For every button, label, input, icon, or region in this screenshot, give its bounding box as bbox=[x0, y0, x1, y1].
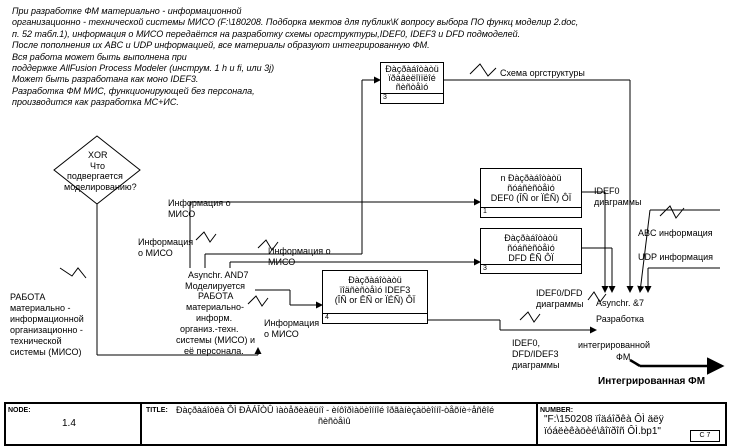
note-line-2: организационно - технической системы МИС… bbox=[12, 17, 579, 27]
async-and-5: информ. bbox=[196, 313, 233, 323]
label-idef0-dfd-2: диаграммы bbox=[536, 299, 584, 309]
async-dev-3: интегрированной bbox=[578, 340, 651, 350]
box-idef0-number: 1 bbox=[483, 208, 487, 215]
note-line-7: Может быть разработана как моно IDEF3. bbox=[12, 74, 199, 84]
box-idef0[interactable]: n Ðàçðàáîòàòü ñóáñèñòåìó DEF0 (ÎÑ or ÏÉÑ… bbox=[480, 168, 582, 218]
footer-number-label: NUMBER: bbox=[540, 407, 574, 414]
footer-title-line-1: Ðàçðàáîòêà ÔÌ ÐÀÁÎÒÛ ìàòåðèàëüíî - èíôîð… bbox=[176, 405, 495, 415]
box-idef0-title-1: n Ðàçðàáîòàòü bbox=[500, 173, 562, 183]
footer-node-label: NODE: bbox=[8, 407, 31, 414]
box-org-title-2: ïðàâèëîìïëîé bbox=[388, 73, 436, 83]
footer-title-label: TITLE: bbox=[146, 407, 168, 414]
work-input-5: технической bbox=[10, 336, 62, 346]
label-info-miso-3a: Информация о bbox=[268, 246, 331, 256]
box-idef3-number: 4 bbox=[325, 314, 329, 321]
label-idef0-dfd-idef3-2: DFD/IDEF3 bbox=[512, 349, 559, 359]
xor-question-2: подвергается bbox=[67, 171, 123, 181]
footer-page-mark: C 7 bbox=[690, 430, 720, 442]
async-and-1: Asynchr. AND7 bbox=[188, 270, 249, 280]
note-line-1: При разработке ФМ материально - информац… bbox=[12, 6, 242, 16]
box-idef0-title-2: ñóáñèñòåìó bbox=[507, 183, 555, 193]
async-and-2: Моделируется bbox=[185, 281, 246, 291]
box-org-number: 3 bbox=[383, 94, 387, 101]
work-input-6: системы (МИСО) bbox=[10, 347, 82, 357]
label-org-schema: Схема оргструктуры bbox=[500, 68, 585, 78]
label-info-miso-1b: МИСО bbox=[168, 209, 196, 219]
label-integrated-fm: Интегрированная ФМ bbox=[598, 376, 706, 387]
label-info-miso-3b: МИСО bbox=[268, 257, 296, 267]
footer-node-value: 1.4 bbox=[62, 418, 76, 429]
footer-frame bbox=[4, 402, 727, 446]
box-dfd-title-3: DFD ÊÑ ÔÏ bbox=[508, 253, 554, 263]
note-line-4: После пополнения их ABC и UDP информацие… bbox=[12, 40, 430, 50]
box-dfd[interactable]: Ðàçðàáîòàòü ñóáñèñòåìó DFD ÊÑ ÔÏ 3 bbox=[480, 228, 582, 274]
label-idef0-diag-1: IDEF0 bbox=[594, 186, 620, 196]
note-line-8: Разработка ФМ МИС, функционирующей без п… bbox=[12, 86, 255, 96]
label-idef0-diag-2: диаграммы bbox=[594, 197, 642, 207]
note-line-5: Вся работа может быть выполнена при bbox=[12, 52, 187, 62]
work-input-1: РАБОТА bbox=[10, 292, 46, 302]
box-idef3-title-1: Ðàçðàáîòàòü bbox=[348, 275, 402, 285]
work-input-4: организационно - bbox=[10, 325, 83, 335]
label-info-miso-4b: о МИСО bbox=[264, 329, 299, 339]
label-udp-info: UDP информация bbox=[638, 252, 714, 262]
box-org-title-3: ñèñòåìó bbox=[395, 82, 429, 92]
label-idef0-dfd-1: IDEF0/DFD bbox=[536, 288, 583, 298]
box-dfd-number: 3 bbox=[483, 265, 487, 272]
box-dfd-title-1: Ðàçðàáîòàòü bbox=[504, 233, 558, 243]
xor-question-1: Что bbox=[90, 161, 106, 171]
async-dev-1: Asynchr. &7 bbox=[596, 298, 645, 308]
async-and-7: системы (МИСО) и bbox=[176, 335, 256, 345]
note-line-9: производится как разработка МС+ИС. bbox=[12, 97, 179, 107]
label-idef0-dfd-idef3-3: диаграммы bbox=[512, 360, 560, 370]
async-and-3: РАБОТА bbox=[198, 291, 234, 301]
label-info-miso-4a: Информация bbox=[264, 318, 320, 328]
async-dev-2: Разработка bbox=[596, 314, 644, 324]
async-and-8: её персонала. bbox=[184, 346, 244, 356]
label-info-miso-2a: Информация bbox=[138, 237, 194, 247]
box-idef3-title-3: (ÎÑ or ÊÑ or ÏÉÑ) ÔÏ bbox=[334, 295, 416, 305]
footer-title-line-2: ñèñòåìû bbox=[318, 416, 351, 426]
label-info-miso-2b: о МИСО bbox=[138, 248, 173, 258]
footer-number-line-2: ïóáëèêàöèé\âîïðîñ ÔÌ.bp1" bbox=[544, 426, 661, 437]
box-org-title-1: Ðàçðàáîòàòü bbox=[385, 64, 439, 74]
footer-number-line-1: "F:\150208 ïîäáîðêà ÔÌ äëÿ bbox=[544, 414, 664, 425]
async-dev-4: ФМ bbox=[616, 352, 631, 362]
xor-label: XOR bbox=[88, 150, 108, 160]
label-abc-info: ABC информация bbox=[638, 228, 713, 238]
xor-question-3: моделированию? bbox=[64, 182, 137, 192]
label-info-miso-1a: Информация о bbox=[168, 198, 231, 208]
async-and-6: организ.-техн. bbox=[180, 324, 239, 334]
work-input-2: материально - bbox=[10, 303, 71, 313]
label-idef0-dfd-idef3-1: IDEF0, bbox=[512, 338, 541, 348]
box-idef0-title-3: DEF0 (ÎÑ or ÏÉÑ) ÔÏ bbox=[490, 193, 572, 203]
box-dfd-title-2: ñóáñèñòåìó bbox=[507, 243, 555, 253]
async-and-4: материально- bbox=[186, 302, 244, 312]
box-org-structure[interactable]: Ðàçðàáîòàòü ïðàâèëîìïëîé ñèñòåìó 3 bbox=[380, 62, 444, 104]
note-line-3: п. 52 табл.1), информация о МИСО передаё… bbox=[12, 29, 521, 39]
box-idef3[interactable]: Ðàçðàáîòàòü ïîäñèñòåìó IDEF3 (ÎÑ or ÊÑ o… bbox=[322, 270, 428, 324]
work-input-3: информационной bbox=[10, 314, 84, 324]
box-idef3-title-2: ïîäñèñòåìó IDEF3 bbox=[339, 285, 411, 295]
note-line-6: поддержке AllFusion Process Modeler (инс… bbox=[12, 63, 275, 73]
